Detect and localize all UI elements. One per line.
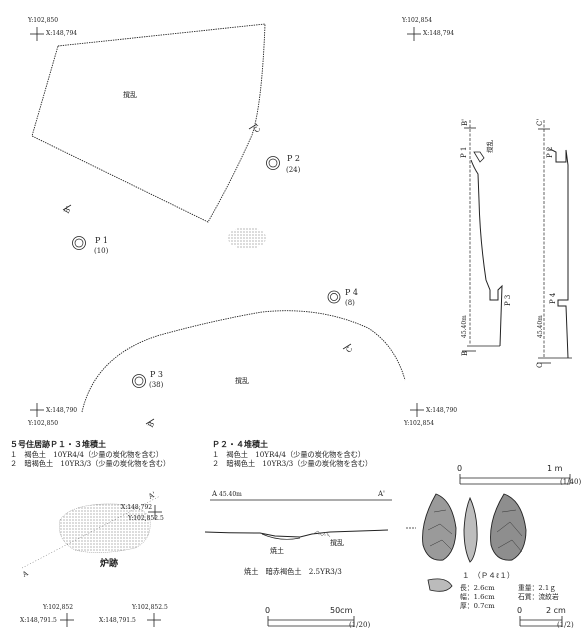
hearth-section-profile: [204, 499, 392, 540]
pit-p1: [72, 236, 86, 250]
hearth-section-disturbance: 撹乱: [330, 538, 344, 547]
grid-cross-hearth-top: [148, 505, 162, 519]
artifact-width: 幅：1.6cm: [460, 592, 495, 601]
legend-p2-p4-title: Ｐ２・４堆積土: [212, 440, 268, 449]
hearth-label: 炉跡: [100, 557, 118, 569]
stone-tool-drawing: [406, 493, 527, 592]
hearth-coord-y-bl: Y:102,852: [42, 604, 73, 611]
section-c-bottom: C: [536, 363, 544, 368]
legend-p2-p4-line1: １ 褐色土 10YR4/4（少量の炭化物を含む）: [212, 449, 366, 459]
pit-p1-depth: (10): [94, 247, 109, 255]
scale-hearth-max: 50cm: [330, 606, 353, 615]
section-b-prime-top: B': [461, 119, 469, 126]
pit-p4-label: P 4: [345, 288, 358, 297]
section-c-profile: [538, 120, 572, 359]
coord-x-lower-right: X:148,790: [426, 407, 457, 414]
grid-cross-hearth-bottom-right: [147, 613, 161, 627]
grid-cross-hearth-bottom-left: [60, 613, 74, 627]
scale-main-max: 1 m: [547, 464, 563, 473]
hearth-coord-y: Y:102,852.5: [127, 515, 164, 522]
artifact-thickness: 厚：0.7cm: [460, 602, 495, 610]
legend-p1-p3-line1: １ 褐色土 10YR4/4（少量の炭化物を含む）: [10, 449, 164, 459]
legend-p1-p3-title: ５号住居跡Ｐ１・３堆積土: [10, 440, 106, 449]
grid-cross-upper-left: [30, 27, 44, 41]
disturbance-label-upper: 撹乱: [123, 90, 137, 99]
coord-x-upper-right: X:148,794: [423, 30, 454, 37]
section-b-disturbance: 撹乱: [485, 140, 494, 154]
hearth-section-a: A: [211, 490, 218, 498]
section-b-pit-p1: P 1: [460, 147, 468, 158]
artifact-weight: 重量：2.1ｇ: [518, 584, 556, 592]
hearth-plan: [59, 503, 151, 553]
legend-p1-p3-line2: ２ 暗褐色土 10YR3/3（少量の炭化物を含む）: [10, 459, 171, 468]
grid-cross-lower-left: [30, 403, 44, 417]
artifact-stone: 石質：流紋岩: [518, 592, 559, 601]
hearth-a-mark: A: [20, 569, 30, 579]
coord-x-lower-left: X:148,790: [46, 407, 77, 414]
burnt-area-plan: [228, 227, 266, 249]
coord-x-upper-left: X:148,794: [46, 30, 77, 37]
grid-cross-upper-right: [407, 27, 421, 41]
artifact-caption: １ （Ｐ４ℓ１）: [462, 571, 514, 580]
section-mark-b-prime: B': [63, 205, 73, 215]
hearth-a-prime-mark: A': [146, 490, 157, 501]
hearth-section-burnt-soil: 焼土: [270, 546, 284, 555]
hearth-coord-x-bl: X:148,791.5: [20, 617, 57, 624]
hearth-coord-y-br: Y:102,852.5: [131, 604, 168, 611]
scale-artifact-max: 2 cm: [546, 606, 566, 615]
section-b-elevation: 45.40m: [461, 315, 468, 338]
section-c-pit-p4: P 4: [549, 292, 557, 304]
legend-p1-p3: ５号住居跡Ｐ１・３堆積土 １ 褐色土 10YR4/4（少量の炭化物を含む） ２ …: [10, 440, 170, 469]
scale-artifact-ratio: (1/2): [557, 621, 574, 629]
scale-main-zero: 0: [457, 464, 462, 473]
section-b-bottom: B: [461, 351, 469, 356]
section-mark-c-prime: C': [253, 124, 264, 134]
pit-p3: [132, 374, 146, 388]
legend-p2-p4-line2: ２ 暗褐色土 10YR3/3（少量の炭化物を含む）: [212, 459, 373, 468]
coord-y-upper-right: Y:102,854: [401, 17, 432, 24]
section-c-pit-p2: P 2: [546, 147, 554, 158]
pit-p2-depth: (24): [286, 166, 301, 174]
section-c-prime-top: C': [536, 119, 544, 126]
coord-y-lower-right: Y:102,854: [403, 420, 434, 427]
section-mark-b: B: [147, 421, 156, 429]
section-c-elevation: 45.40m: [537, 315, 544, 338]
legend-p2-p4: Ｐ２・４堆積土 １ 褐色土 10YR4/4（少量の炭化物を含む） ２ 暗褐色土 …: [212, 440, 372, 469]
grid-cross-lower-right: [410, 403, 424, 417]
section-b-pit-p3: P 3: [504, 295, 512, 306]
pit-p4-depth: (8): [345, 299, 355, 307]
section-mark-c: C: [345, 345, 355, 353]
scale-artifact-zero: 0: [517, 606, 522, 615]
pit-dwelling-outline-lower: [81, 310, 406, 413]
scale-hearth-ratio: (1/20): [349, 621, 370, 629]
hearth-section-a-prime: A': [377, 490, 385, 498]
hearth-soil-note: 焼土 暗赤褐色土 2.5YR3/3: [244, 567, 342, 576]
artifact-length: 長：2.6cm: [460, 584, 495, 592]
pit-p2: [266, 156, 280, 170]
hearth-coord-x: X:148,792: [121, 504, 152, 511]
pit-p1-label: P 1: [95, 236, 108, 245]
disturbance-label-lower: 撹乱: [235, 376, 249, 385]
coord-y-lower-left: Y:102,850: [27, 420, 58, 427]
hearth-section-elevation: 45.40m: [219, 491, 242, 498]
hearth-coord-x-br: X:148,791.5: [99, 617, 136, 624]
pit-p2-label: P 2: [287, 154, 300, 163]
pit-p4: [327, 290, 341, 304]
pit-dwelling-outline-upper: [31, 23, 266, 223]
scale-bar-hearth: [267, 616, 355, 627]
coord-y-upper-left: Y:102,850: [27, 17, 58, 24]
scale-bar-main: [459, 474, 571, 485]
section-b-profile: [467, 120, 503, 347]
scale-bar-artifact: [519, 616, 563, 627]
pit-p3-label: P 3: [150, 370, 163, 379]
scale-hearth-zero: 0: [265, 606, 270, 615]
pit-p3-depth: (38): [149, 381, 164, 389]
scale-main-ratio: (1/40): [560, 478, 581, 486]
